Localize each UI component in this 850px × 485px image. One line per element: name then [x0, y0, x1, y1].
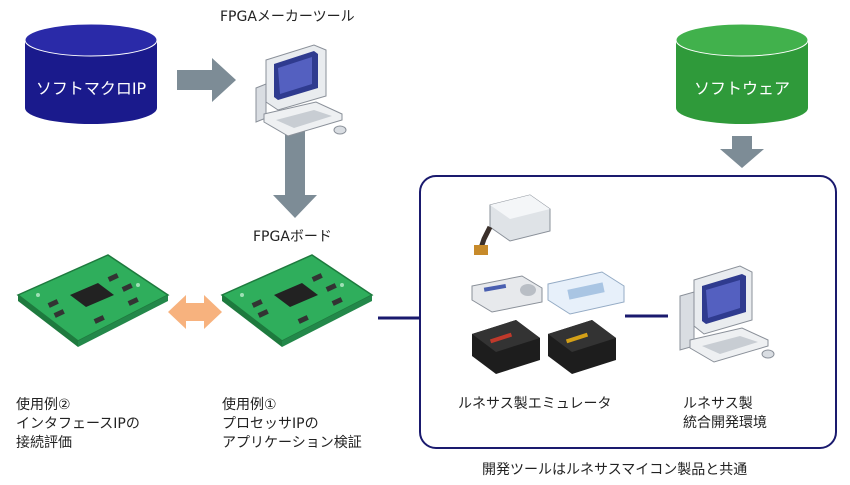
usecase1-line1: 使用例①	[222, 397, 277, 413]
frame-caption: 開発ツールはルネサスマイコン製品と共通	[482, 462, 748, 478]
double-arrow-icon	[168, 295, 222, 329]
ide-label-line2: 統合開発環境	[683, 415, 767, 431]
emulator-device-icon-1	[474, 194, 551, 255]
usecase2-line3: 接続評価	[16, 435, 72, 451]
emulator-label: ルネサス製エミュレータ	[458, 396, 612, 412]
arrow-right	[177, 58, 236, 102]
usecase1-line2: プロセッサIPの	[222, 416, 319, 432]
software-label: ソフトウェア	[693, 79, 790, 98]
usecase2-line2: インタフェースIPの	[16, 416, 140, 432]
fpga-maker-tool-label: FPGAメーカーツール	[220, 9, 355, 25]
pc-icon	[255, 44, 347, 137]
arrow-down-software	[720, 136, 764, 168]
fpga-board-label: FPGAボード	[253, 229, 332, 245]
software-cylinder	[675, 23, 809, 124]
fpga-board-icon-right	[220, 254, 374, 347]
soft-macro-ip-label: ソフトマクロIP	[35, 79, 147, 98]
usecase2-line1: 使用例②	[16, 397, 71, 413]
emulator-device-icon-5	[548, 320, 616, 374]
usecase1-line3: アプリケーション検証	[222, 435, 362, 451]
ide-pc-icon	[679, 265, 775, 363]
emulator-device-icon-4	[472, 320, 540, 374]
ide-label-line1: ルネサス製	[683, 396, 753, 412]
emulator-device-icon-3	[547, 271, 625, 315]
arrow-down-tool-to-board	[273, 123, 317, 218]
fpga-board-icon-left	[16, 254, 170, 347]
emulator-device-icon-2	[471, 275, 543, 313]
